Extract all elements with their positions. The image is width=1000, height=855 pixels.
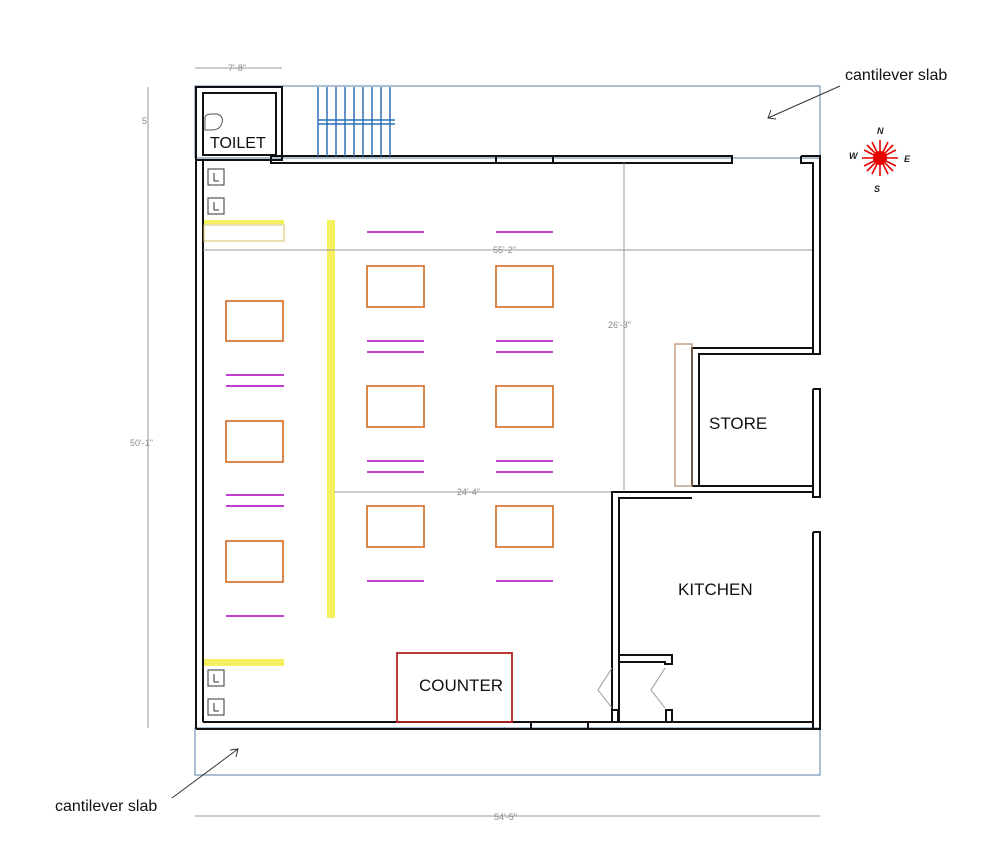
kitchen-room xyxy=(611,491,692,723)
compass-south: S xyxy=(874,184,880,194)
toilet-room xyxy=(195,86,283,161)
counter-box xyxy=(396,652,513,723)
compass-east: E xyxy=(904,154,911,164)
dim-inner-width: 55'-2" xyxy=(493,245,516,255)
counter-label: COUNTER xyxy=(419,676,503,695)
compass-icon: N S E W xyxy=(849,126,911,194)
tables xyxy=(225,265,554,583)
arrow-icon xyxy=(767,85,841,120)
compass-north: N xyxy=(877,126,884,136)
staircase xyxy=(317,87,395,156)
cantilever-slab-label-bottom: cantilever slab xyxy=(55,798,157,815)
wash-basins xyxy=(207,168,225,716)
outer-walls xyxy=(195,87,821,730)
arrow-icon xyxy=(171,748,239,799)
kitchen-door-swing xyxy=(597,667,666,709)
dim-hall-width: 24'-4" xyxy=(457,487,480,497)
dim-store-height: 26'-3" xyxy=(608,320,631,330)
cantilever-slab-label-top: cantilever slab xyxy=(845,67,947,84)
store-shelf xyxy=(674,343,693,487)
kitchen-label: KITCHEN xyxy=(678,580,753,599)
store-label: STORE xyxy=(709,414,767,433)
dim-plan-height: 50'-1" xyxy=(130,438,153,448)
yellow-benches xyxy=(203,220,335,666)
compass-west: W xyxy=(849,151,859,161)
toilet-icon xyxy=(204,113,223,131)
benches xyxy=(226,231,553,617)
toilet-label: TOILET xyxy=(210,135,266,152)
dim-slab-depth: 5' xyxy=(142,116,149,126)
dimension-lines xyxy=(147,67,820,817)
dim-overall-width: 54'-5" xyxy=(494,812,517,822)
dim-toilet-width: 7'-8" xyxy=(228,63,246,73)
